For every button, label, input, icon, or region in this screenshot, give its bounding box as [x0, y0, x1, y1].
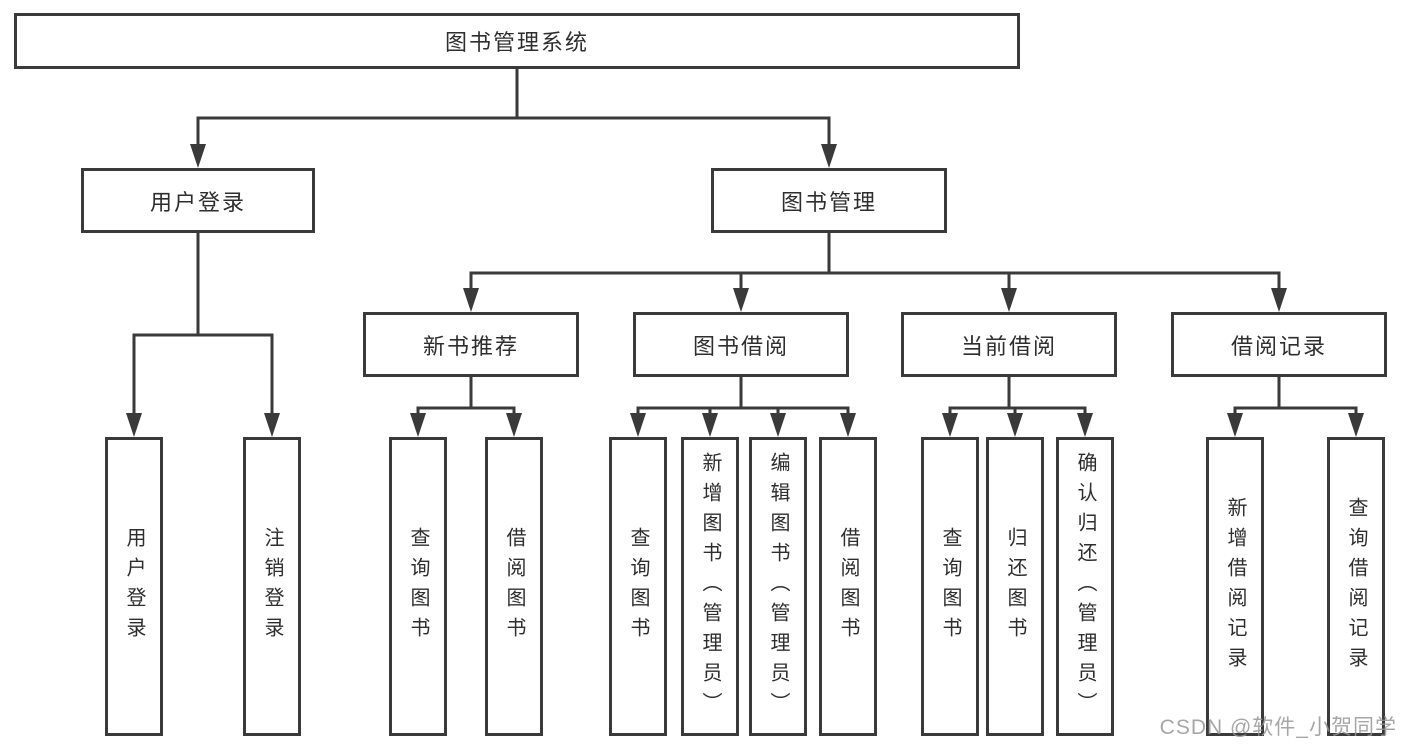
leaf-confirm-return-admin: 确认归还（管理员）	[1056, 437, 1114, 736]
leaf-borrow-books-1: 借阅图书	[485, 437, 543, 736]
leaf-add-book-admin: 新增图书（管理员）	[681, 437, 739, 736]
leaf-query-books-1: 查询图书	[389, 437, 447, 736]
node-book-borrowing: 图书借阅	[633, 312, 849, 377]
node-user-login: 用户登录	[81, 168, 315, 233]
leaf-add-borrow-record: 新增借阅记录	[1206, 437, 1264, 736]
leaf-logout: 注销登录	[243, 437, 301, 736]
leaf-query-books-2: 查询图书	[609, 437, 667, 736]
leaf-query-books-3: 查询图书	[921, 437, 979, 736]
node-library-management-system: 图书管理系统	[14, 13, 1020, 69]
leaf-query-borrow-record: 查询借阅记录	[1327, 437, 1385, 736]
csdn-watermark: CSDN @软件_小贺同学	[1159, 716, 1397, 739]
node-new-book-recommend: 新书推荐	[363, 312, 579, 377]
leaf-borrow-books-2: 借阅图书	[819, 437, 877, 736]
leaf-return-books: 归还图书	[986, 437, 1044, 736]
node-book-management: 图书管理	[711, 168, 947, 233]
leaf-user-login: 用户登录	[105, 437, 163, 736]
node-current-borrowing: 当前借阅	[901, 312, 1117, 377]
node-borrowing-records: 借阅记录	[1171, 312, 1387, 377]
leaf-edit-book-admin: 编辑图书（管理员）	[749, 437, 807, 736]
